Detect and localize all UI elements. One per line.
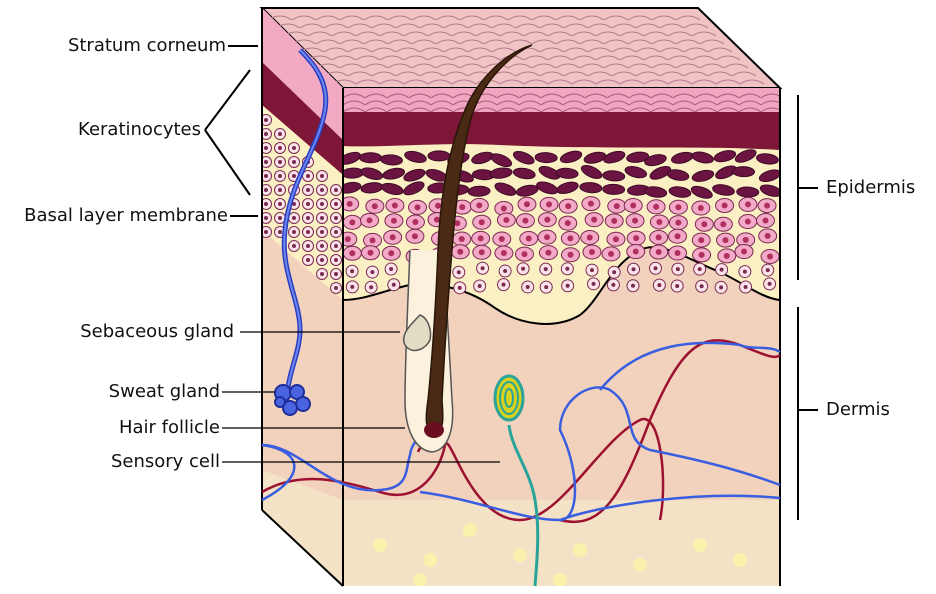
label-sebaceous-gland: Sebaceous gland bbox=[80, 321, 234, 343]
label-hair-follicle: Hair follicle bbox=[119, 417, 220, 439]
label-sweat-gland: Sweat gland bbox=[109, 381, 220, 403]
label-stratum-corneum: Stratum corneum bbox=[68, 35, 226, 57]
side-face bbox=[261, 8, 345, 588]
label-epidermis: Epidermis bbox=[826, 177, 915, 199]
label-keratinocytes: Keratinocytes bbox=[78, 119, 201, 141]
label-basal-layer-membrane: Basal layer membrane bbox=[24, 205, 228, 227]
keratin-band bbox=[343, 112, 780, 150]
label-dermis: Dermis bbox=[826, 399, 890, 421]
label-sensory-cell: Sensory cell bbox=[111, 451, 220, 473]
